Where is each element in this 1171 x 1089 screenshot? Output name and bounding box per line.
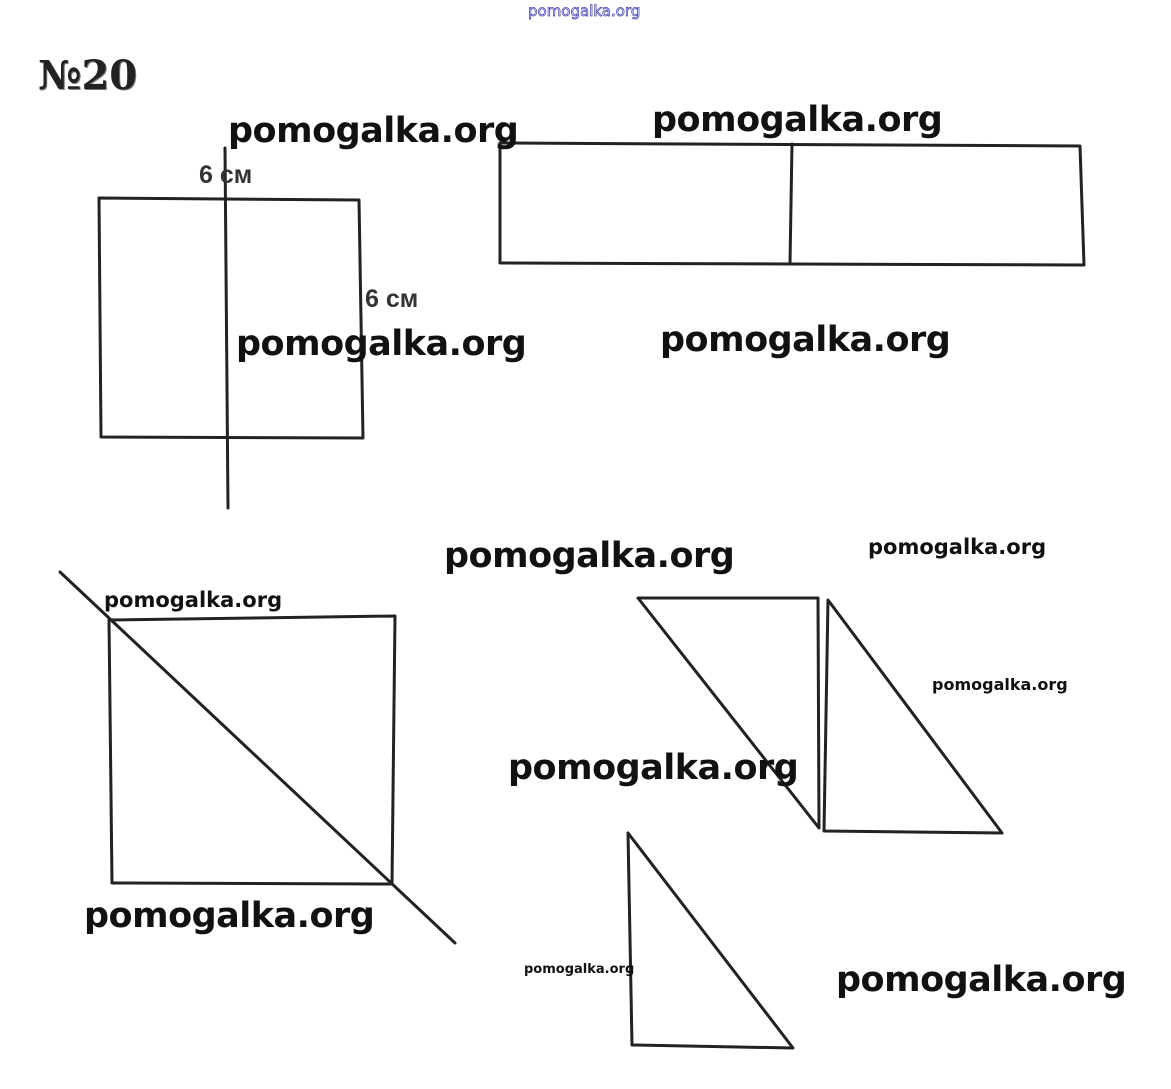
triangles-figure-4 (636, 596, 1004, 835)
watermark-6: pomogalka.org (868, 535, 1047, 559)
dimension-label-side: 6 см (365, 285, 419, 313)
square-outline (97, 196, 365, 440)
triangle-left (636, 596, 821, 830)
watermark-2: pomogalka.org (652, 100, 943, 140)
watermark-11: pomogalka.org (524, 962, 635, 977)
watermark-5: pomogalka.org (444, 536, 735, 576)
square-outline (107, 614, 397, 886)
watermark-3: pomogalka.org (236, 324, 527, 364)
triangle-single (626, 831, 795, 1050)
watermark-10: pomogalka.org (84, 896, 375, 936)
watermark-1: pomogalka.org (228, 111, 519, 151)
watermark-4: pomogalka.org (660, 320, 951, 360)
diagonal-cut-line (58, 570, 457, 945)
rectangle-outline (498, 141, 1086, 267)
triangle-figure-5 (626, 831, 795, 1050)
site-link-top[interactable]: pomogalka.org (528, 2, 641, 21)
vertical-cut-line (223, 146, 230, 510)
watermark-12: pomogalka.org (836, 960, 1127, 1000)
watermark-9: pomogalka.org (508, 748, 799, 788)
rectangle-figure-2 (498, 141, 1086, 267)
square-figure-3 (58, 570, 457, 945)
task-number: №20 (38, 52, 138, 99)
watermark-7: pomogalka.org (104, 588, 283, 612)
rectangle-divider-line (788, 142, 794, 266)
watermark-8: pomogalka.org (932, 675, 1068, 694)
square-figure-1 (97, 146, 365, 510)
triangle-right (822, 598, 1004, 835)
dimension-label-top: 6 см (199, 161, 253, 189)
